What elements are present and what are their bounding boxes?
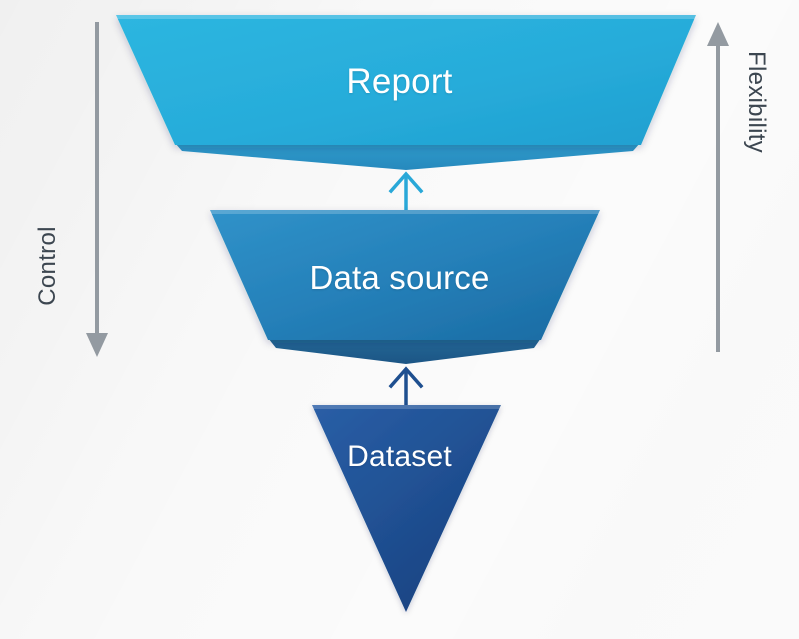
dataset-triangle	[312, 405, 501, 612]
connector-data-source-to-report	[388, 171, 424, 215]
axis-flexibility-arrowhead-icon	[707, 22, 729, 46]
axis-control-arrowhead-icon	[86, 333, 108, 357]
data-source-trapezoid	[210, 210, 600, 340]
dataset-top-highlight	[312, 405, 501, 409]
axis-label-flexibility: Flexibility	[743, 51, 770, 153]
report-underface	[175, 143, 640, 170]
data-source-underface	[268, 338, 541, 364]
report-trapezoid	[116, 15, 696, 145]
connector-dataset-to-data-source	[388, 366, 424, 410]
connector-lower-arrowhead-icon	[388, 366, 424, 389]
report-top-highlight	[116, 15, 696, 19]
stage-shape-report[interactable]	[116, 15, 696, 170]
data-source-top-highlight	[210, 210, 600, 214]
stage-shape-dataset[interactable]	[312, 405, 501, 612]
stage-shape-data-source[interactable]	[210, 210, 600, 364]
axis-control	[86, 22, 108, 357]
axis-label-control: Control	[34, 226, 61, 306]
connector-upper-arrowhead-icon	[388, 171, 424, 194]
axis-flexibility	[707, 22, 729, 352]
